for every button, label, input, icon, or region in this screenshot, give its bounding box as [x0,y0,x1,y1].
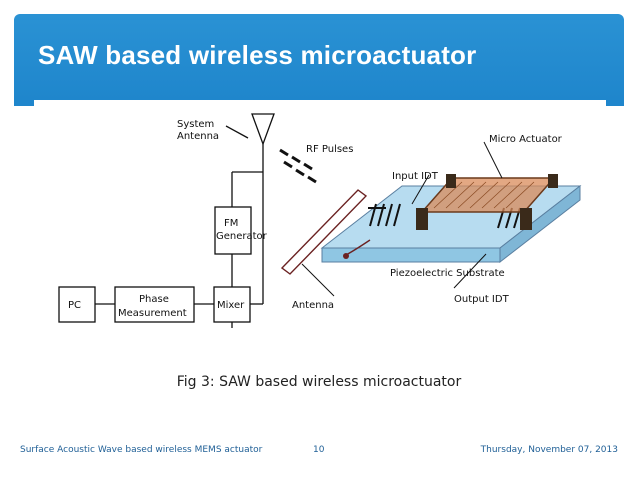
label-antenna: Antenna [292,300,334,311]
page-number: 10 [313,445,325,455]
label-pc: PC [68,300,81,311]
figure-caption: Fig 3: SAW based wireless microactuator [176,374,462,390]
label-measurement: Measurement [118,308,187,319]
label-generator: Generator [216,231,268,242]
footer-date: Thursday, November 07, 2013 [480,445,618,455]
input-idt-icon [368,203,401,227]
anchor-post [446,174,456,188]
system-antenna-icon [251,113,275,146]
title-bar [14,14,624,100]
mixer-box [213,286,251,323]
label-rf-pulses: RF Pulses [306,144,353,155]
title-accent-left [14,100,34,106]
rf-pulse-dashes [279,148,317,184]
anchor-post [520,208,532,230]
label-piezo-substrate: Piezoelectric Substrate [390,268,505,279]
phase-measurement-box [114,286,195,323]
antenna-pointer [225,125,249,139]
slide-title: SAW based wireless microactuator [38,40,477,70]
saw-diagram: System Antenna RF Pulses Micro Actuator … [58,113,582,328]
figure-image: System Antenna RF Pulses Micro Actuator … [34,104,606,350]
actuator-hatching [433,181,535,209]
contact-dot [343,253,349,259]
label-system: System [177,119,214,130]
label-input-idt: Input IDT [392,171,439,182]
label-output-idt: Output IDT [454,294,510,305]
label-micro-actuator: Micro Actuator [489,134,563,145]
antenna-plate [280,189,368,275]
label-mixer: Mixer [217,300,245,311]
pc-box [58,286,96,323]
label-phase: Phase [139,294,169,305]
anchor-post [548,174,558,188]
label-fm: FM [224,218,238,229]
label-antenna-system: Antenna [177,131,219,142]
fm-generator-box [214,206,252,255]
wiring [94,144,264,328]
title-accent-right [606,100,624,106]
footer-title: Surface Acoustic Wave based wireless MEM… [20,445,263,455]
leader-lines [301,141,503,297]
piezo-substrate-side [499,184,581,264]
anchor-post [416,208,428,230]
